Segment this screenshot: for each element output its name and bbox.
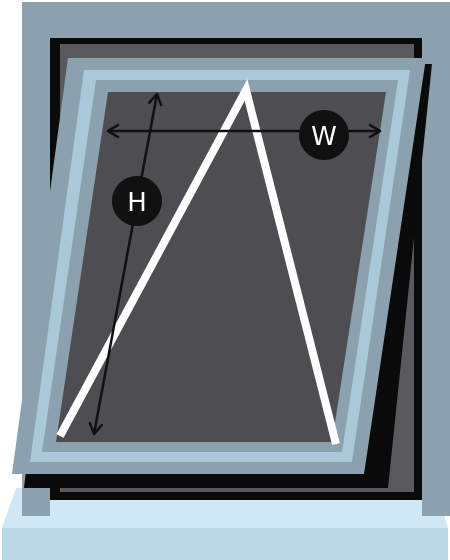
height-badge-circle [112,176,162,226]
width-label: W [311,122,337,152]
window-sill-front [2,528,448,560]
width-badge: W [299,110,349,160]
width-badge-circle [299,110,349,160]
height-arrow [88,92,163,436]
outer-frame-top [22,2,450,38]
height-badge: H [112,176,162,226]
height-label: H [127,188,147,218]
